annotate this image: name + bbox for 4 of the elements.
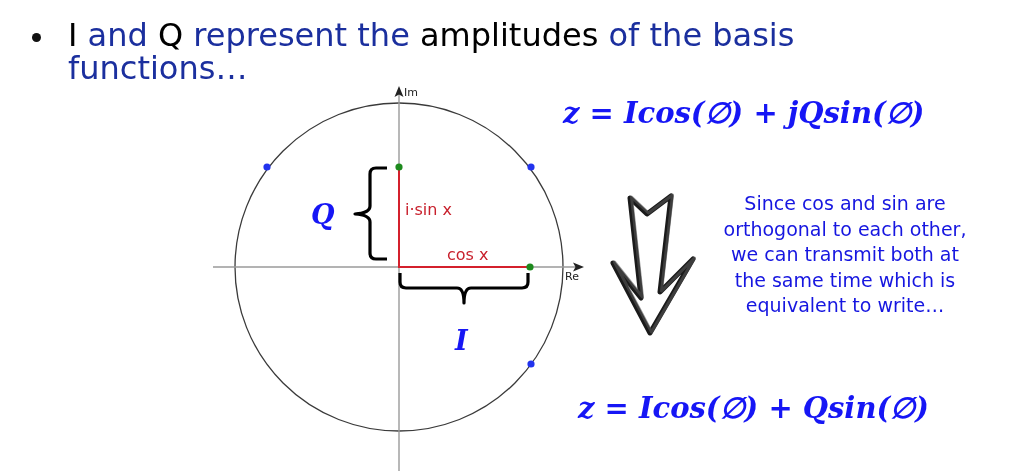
equation: z = Icos(∅) + Qsin(∅): [578, 392, 929, 426]
heading: I and Q represent the amplitudes of the basis functions…: [68, 19, 796, 85]
equation: z = Icos(∅) + jQsin(∅): [563, 97, 925, 131]
explanation-text: Since cos and sin are orthogonal to each other, we can transmit both at the same time which is equivalent to write…: [722, 191, 968, 318]
